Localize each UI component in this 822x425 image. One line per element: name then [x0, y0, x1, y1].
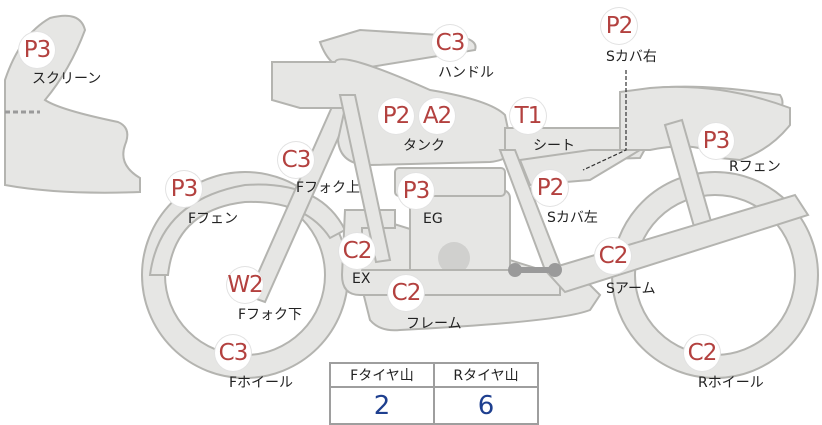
- scover-r-label: Sカバ右: [606, 49, 657, 65]
- screen-label: スクリーン: [32, 71, 102, 87]
- fwheel-grade: C3: [215, 335, 251, 371]
- frame-label: フレーム: [406, 316, 462, 332]
- seat-label: シート: [533, 138, 575, 154]
- tank-label: タンク: [403, 138, 445, 154]
- leader-line: [582, 70, 627, 171]
- tire-table-header-row: Fタイヤ山 Rタイヤ山: [329, 362, 539, 388]
- exhaust-part: [340, 209, 561, 296]
- kickstand-knob-right: [548, 263, 562, 277]
- rwheel-grade: C2: [684, 335, 720, 371]
- front-tire-header: Fタイヤ山: [329, 362, 435, 388]
- seat-grade: T1: [510, 98, 546, 134]
- fwheel-label: Fホイール: [229, 375, 294, 391]
- tire-table-value-row: 2 6: [329, 386, 539, 425]
- ffender-label: Fフェン: [188, 211, 239, 227]
- swingarm-label: Sアーム: [606, 281, 656, 297]
- scover-r-grade: P2: [601, 8, 637, 44]
- rear-tire-header: Rタイヤ山: [433, 362, 539, 388]
- rwheel-label: Rホイール: [698, 375, 764, 391]
- rfender-label: Rフェン: [729, 159, 781, 175]
- scover-l-label: Sカバ左: [547, 210, 598, 226]
- kickstand-knob-left: [508, 263, 522, 277]
- rear-tire-value: 6: [433, 386, 539, 425]
- frame-grade: C2: [388, 275, 424, 311]
- eg-grade: P3: [398, 173, 434, 209]
- handle-grade: C3: [432, 25, 468, 61]
- ffork-up-label: Fフォク上: [296, 180, 361, 196]
- rfender-grade: P3: [698, 123, 734, 159]
- tire-tread-table: Fタイヤ山 Rタイヤ山 2 6: [329, 362, 539, 425]
- engine-bolt: [438, 242, 470, 274]
- front-tire-value: 2: [329, 386, 435, 425]
- ffork-up-grade: C3: [278, 142, 314, 178]
- ffork-low-grade: W2: [227, 267, 264, 303]
- ffender-grade: P3: [166, 171, 202, 207]
- tank-grade-2: A2: [419, 98, 455, 134]
- scover-l-grade: P2: [532, 170, 568, 206]
- ffork-low-label: Fフォク下: [238, 307, 303, 323]
- ex-grade: C2: [339, 233, 375, 269]
- screen-grade: P3: [19, 32, 55, 68]
- tank-grade-1: P2: [378, 98, 414, 134]
- eg-label: EG: [423, 211, 443, 227]
- ex-label: EX: [352, 271, 371, 287]
- frame-tube-part: [338, 94, 392, 264]
- handle-label: ハンドル: [438, 65, 494, 81]
- swingarm-grade: C2: [595, 238, 631, 274]
